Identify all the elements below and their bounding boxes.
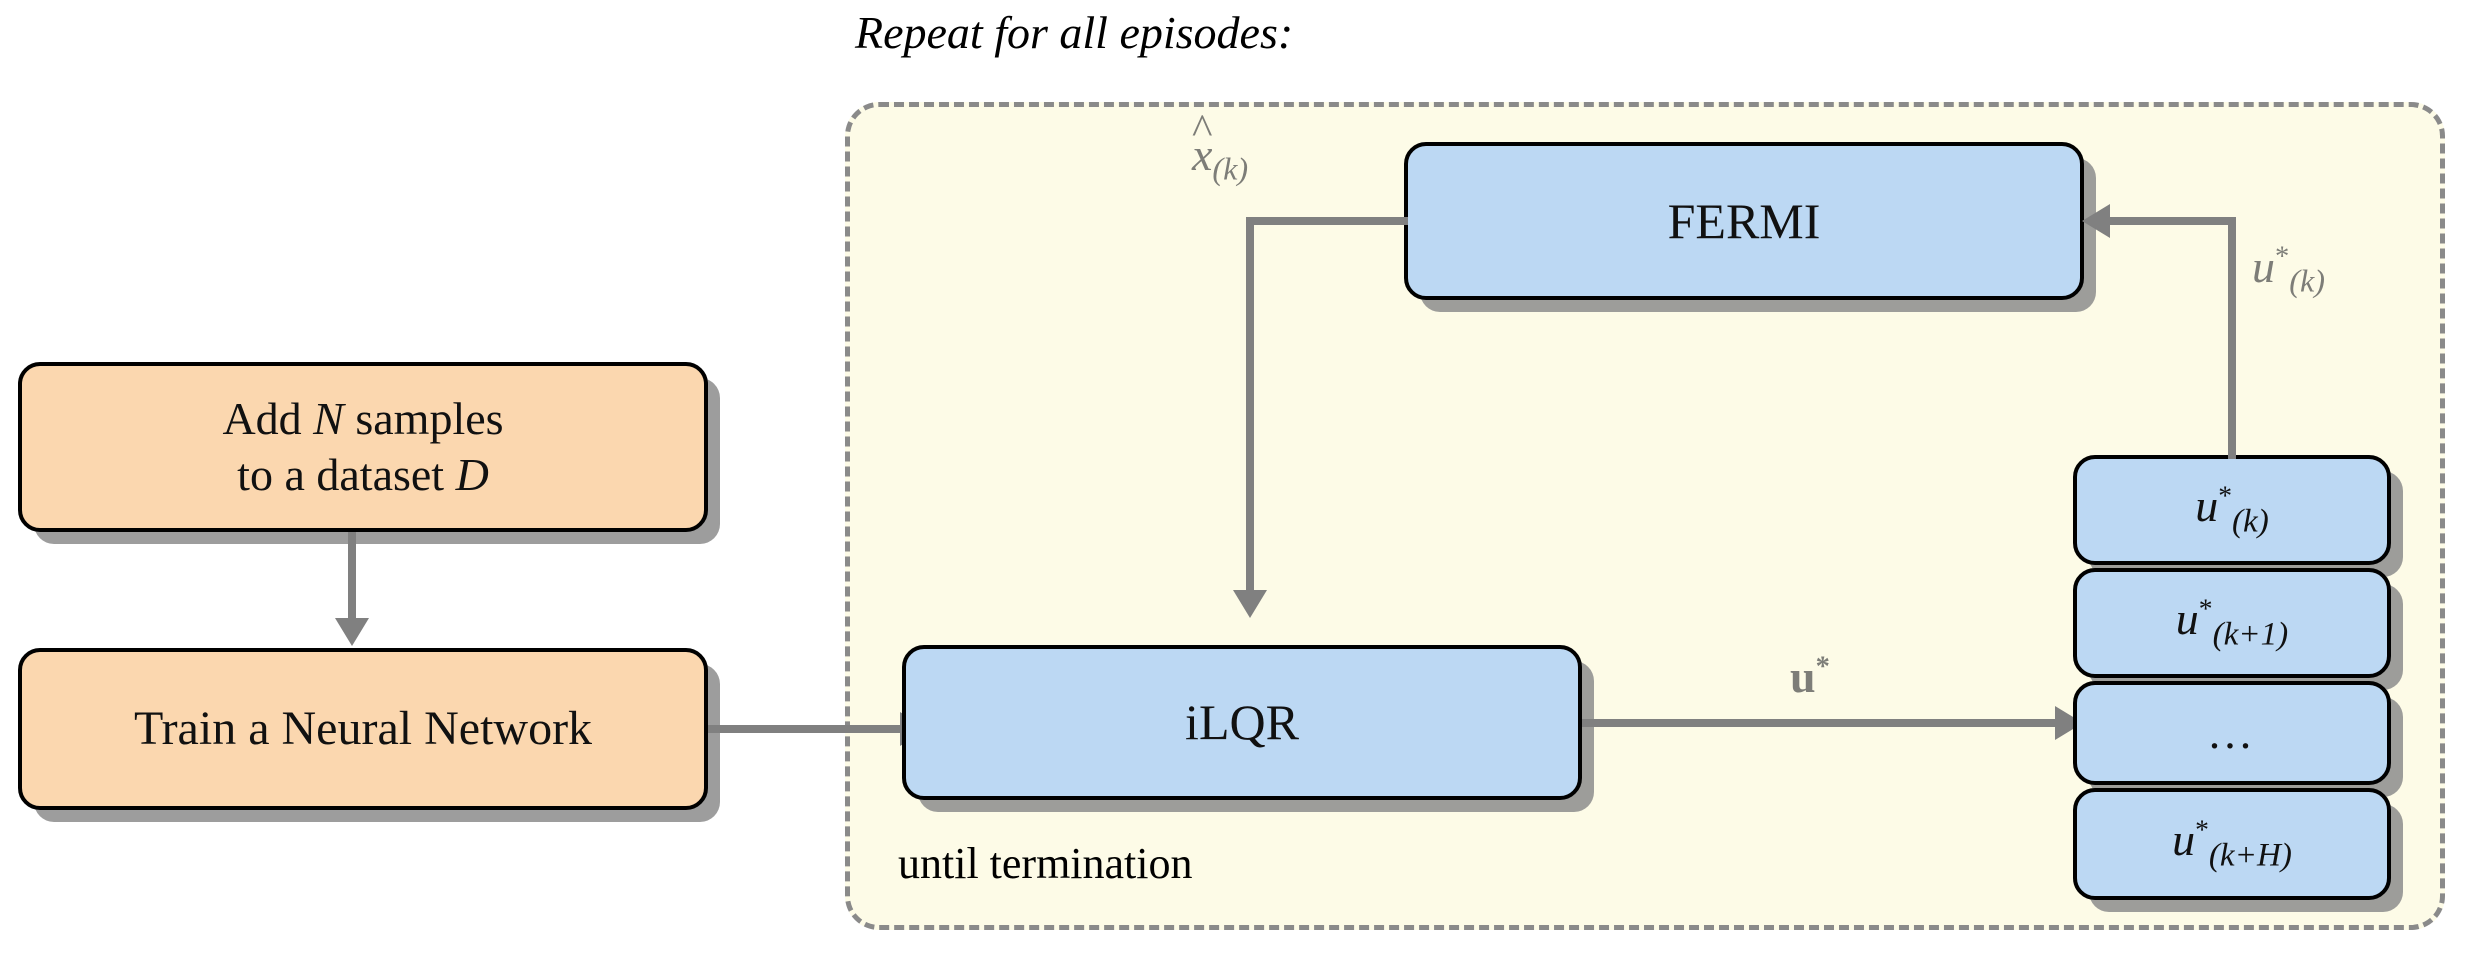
node-train-neural-network-label: Train a Neural Network bbox=[133, 701, 593, 755]
control-k-sub: (k) bbox=[2232, 502, 2269, 540]
edge-feedback-horizontal bbox=[2108, 217, 2236, 225]
add-samples-line1-pre: Add bbox=[222, 392, 314, 444]
control-kh-base: u bbox=[2172, 814, 2196, 865]
add-samples-var-dataset: D bbox=[455, 449, 489, 500]
node-control-ellipsis[interactable]: ... bbox=[2073, 681, 2391, 785]
add-samples-var-n: N bbox=[313, 392, 344, 444]
control-k1-base: u bbox=[2175, 593, 2199, 644]
edge-add-to-train-arrowhead bbox=[335, 618, 369, 646]
edge-ilqr-to-stack-line bbox=[1582, 719, 2072, 727]
node-ilqr[interactable]: iLQR bbox=[902, 645, 1582, 800]
label-control-feedback: u*(k) bbox=[2252, 240, 2325, 300]
node-control-ellipsis-label: ... bbox=[2208, 706, 2256, 758]
until-termination-caption: until termination bbox=[898, 839, 1193, 888]
node-control-k-plus-h-label: u*(k+H) bbox=[2172, 812, 2292, 876]
control-k1-sub: (k+1) bbox=[2212, 615, 2289, 653]
node-ilqr-label: iLQR bbox=[1185, 694, 1299, 750]
control-sequence-star: * bbox=[1815, 651, 1830, 683]
control-kh-star: * bbox=[2195, 813, 2209, 845]
edge-add-to-train-line bbox=[348, 532, 356, 622]
state-estimate-sub: (k) bbox=[1212, 150, 1249, 187]
control-feedback-sub: (k) bbox=[2289, 262, 2325, 299]
node-train-neural-network[interactable]: Train a Neural Network bbox=[18, 648, 708, 810]
node-fermi-label: FERMI bbox=[1667, 192, 1821, 249]
control-k-base: u bbox=[2195, 480, 2219, 531]
edge-feedback-vertical bbox=[2228, 217, 2236, 459]
node-control-k-label: u*(k) bbox=[2195, 478, 2269, 542]
edge-fermi-to-ilqr-vertical bbox=[1246, 217, 1254, 592]
node-control-k-plus-1[interactable]: u*(k+1) bbox=[2073, 568, 2391, 678]
edge-feedback-arrowhead bbox=[2082, 204, 2110, 238]
node-control-k-plus-1-label: u*(k+1) bbox=[2176, 591, 2288, 655]
edge-fermi-to-ilqr-arrowhead bbox=[1233, 590, 1267, 618]
control-kh-sub: (k+H) bbox=[2208, 836, 2292, 874]
control-feedback-star: * bbox=[2275, 241, 2290, 273]
add-samples-line1-post: samples bbox=[343, 392, 504, 444]
control-k-star: * bbox=[2218, 479, 2233, 511]
add-samples-line2-pre: to a dataset bbox=[237, 449, 456, 500]
label-control-sequence: u* bbox=[1790, 650, 1830, 703]
state-estimate-base: x bbox=[1192, 105, 1213, 181]
label-state-estimate: x(k) bbox=[1192, 105, 1249, 188]
edge-train-to-ilqr-line bbox=[708, 725, 918, 733]
control-k1-star: * bbox=[2198, 592, 2213, 624]
edge-fermi-to-ilqr-horizontal bbox=[1246, 217, 1408, 225]
repeat-title: Repeat for all episodes: bbox=[855, 7, 1294, 58]
node-control-k[interactable]: u*(k) bbox=[2073, 455, 2391, 565]
control-sequence-base: u bbox=[1790, 651, 1816, 702]
node-add-samples-label: Add N samples to a dataset D bbox=[222, 391, 503, 503]
node-control-k-plus-h[interactable]: u*(k+H) bbox=[2073, 788, 2391, 900]
node-fermi[interactable]: FERMI bbox=[1404, 142, 2084, 300]
node-add-samples[interactable]: Add N samples to a dataset D bbox=[18, 362, 708, 532]
control-feedback-base: u bbox=[2252, 241, 2275, 292]
